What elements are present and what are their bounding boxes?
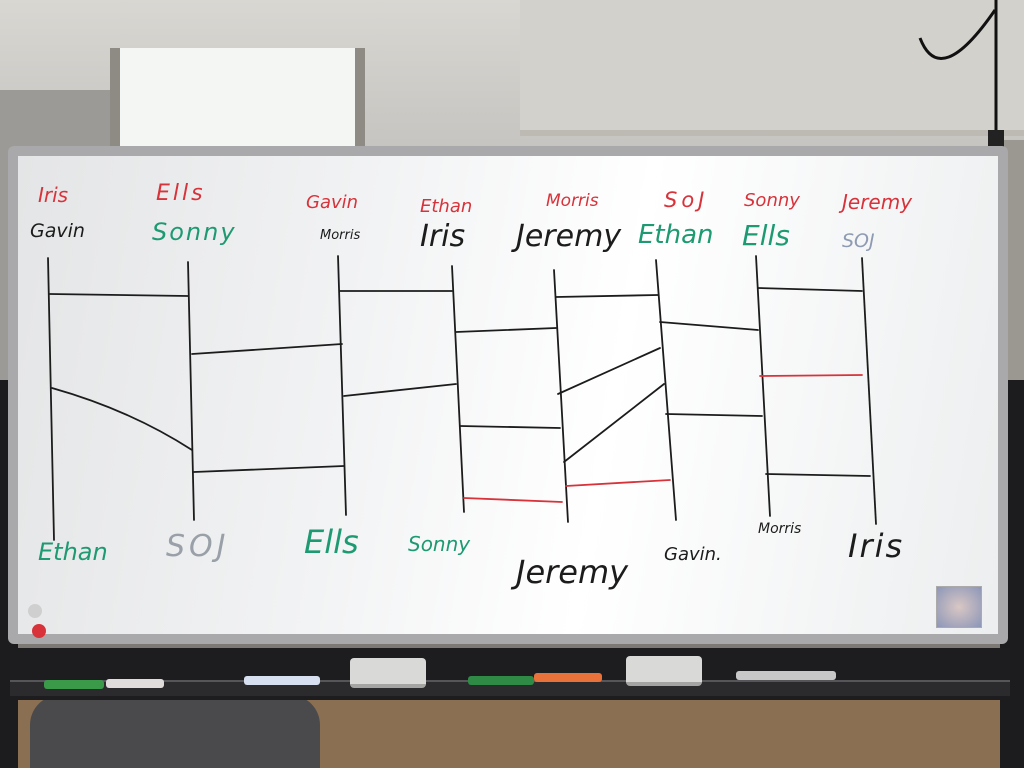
top-name-8: Jeremy (842, 190, 913, 214)
rung (757, 287, 863, 292)
rail-2 (187, 261, 195, 521)
marker-green[interactable] (44, 680, 104, 689)
bottom-name-4: Sonny (408, 532, 471, 556)
window (110, 48, 365, 152)
rung (455, 327, 557, 333)
chair (30, 695, 320, 768)
second-name-4: Iris (420, 219, 466, 254)
bottom-name-6: Gavin. (664, 544, 722, 565)
eraser-right[interactable] (626, 656, 702, 686)
second-name-7: Ells (742, 219, 790, 252)
whiteboard (18, 156, 998, 634)
top-name-7: Sonny (744, 190, 800, 211)
top-name-2: Ells (156, 181, 206, 206)
bottom-name-8: Iris (848, 527, 905, 565)
rung (665, 413, 763, 417)
magnet-red (32, 624, 46, 638)
bottom-name-7: Morris (758, 521, 802, 537)
ceiling-soffit (520, 0, 1024, 136)
rung-red (759, 374, 863, 377)
rung (557, 347, 661, 395)
rail-8 (861, 257, 877, 525)
rung-red (463, 497, 563, 503)
ceiling-cable (918, 0, 1004, 148)
bottom-name-3: Ells (304, 523, 359, 561)
second-name-3: Morris (320, 228, 361, 243)
rung (555, 294, 659, 298)
rung (765, 473, 871, 477)
magnet-white (28, 604, 42, 618)
marker-green-2[interactable] (468, 676, 534, 685)
rung (191, 343, 343, 355)
board-sticker (936, 586, 982, 628)
rail-1 (47, 257, 55, 541)
bottom-name-2: SOJ (166, 529, 230, 564)
second-name-1: Gavin (30, 220, 85, 242)
marker-gray[interactable] (736, 671, 836, 680)
rung (343, 383, 457, 397)
marker-orange[interactable] (534, 673, 602, 682)
top-name-4: Ethan (420, 196, 473, 217)
rail-5 (553, 269, 569, 523)
rail-7 (755, 255, 771, 517)
rung (51, 387, 193, 451)
bottom-name-5: Jeremy (516, 553, 629, 591)
rail-3 (337, 255, 347, 516)
eraser-left[interactable] (350, 658, 426, 688)
bottom-name-1: Ethan (38, 538, 108, 566)
second-name-2: Sonny (152, 218, 237, 246)
top-name-5: Morris (546, 191, 599, 211)
second-name-8: SOJ (842, 230, 875, 252)
top-name-3: Gavin (306, 192, 359, 213)
rung (459, 425, 561, 429)
rung (49, 293, 189, 297)
second-name-5: Jeremy (516, 219, 622, 254)
rail-4 (451, 265, 465, 513)
second-name-6: Ethan (638, 220, 714, 250)
rail-6 (655, 259, 677, 521)
rung-red (565, 479, 671, 487)
marker-white[interactable] (106, 679, 164, 688)
rung (193, 465, 345, 473)
top-name-1: Iris (38, 183, 69, 207)
rung (563, 383, 665, 463)
rung (659, 321, 759, 331)
marker-blue[interactable] (244, 676, 320, 685)
top-name-6: SoJ (664, 188, 709, 212)
